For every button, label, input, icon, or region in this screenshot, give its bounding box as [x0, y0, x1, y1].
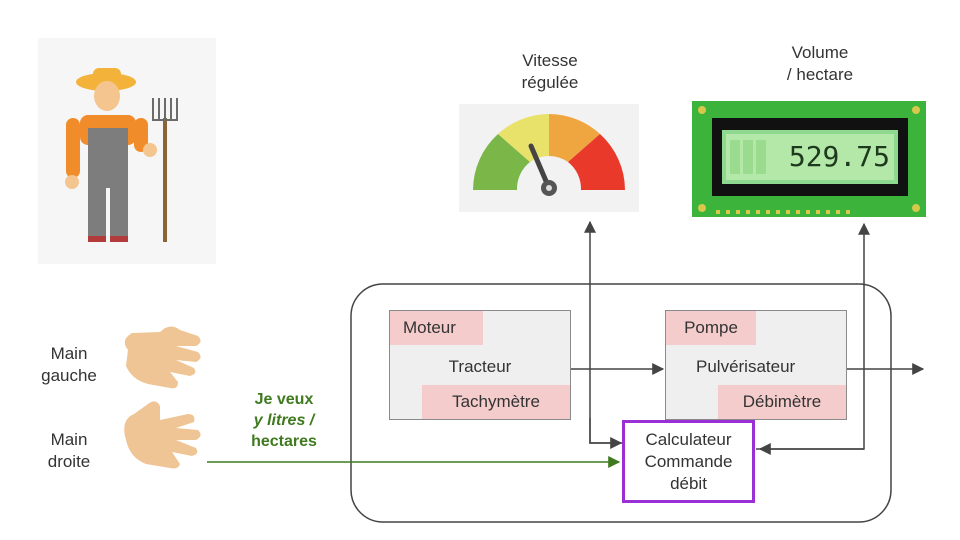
command-text-line-2: y litres /	[253, 412, 315, 429]
volume-label-line-1: Volume	[791, 43, 849, 62]
connectors	[207, 220, 925, 468]
tachometer-cell: Tachymètre	[422, 385, 570, 419]
calculator-line-1: Calculateur	[645, 430, 732, 449]
flowmeter-cell: Débimètre	[718, 385, 846, 419]
volume-label: Volume / hectare	[750, 42, 890, 86]
command-text-line-3: hectares	[251, 433, 317, 450]
motor-cell: Moteur	[390, 311, 483, 345]
calculator-line-3: débit	[670, 474, 707, 493]
left-hand-label-line-2: gauche	[41, 366, 97, 385]
farmer-icon	[38, 38, 216, 264]
pump-cell: Pompe	[666, 311, 756, 345]
system-boundary	[350, 283, 892, 523]
sprayer-name: Pulvérisateur	[696, 357, 796, 376]
volume-label-line-2: / hectare	[786, 65, 854, 84]
left-hand-label-line-1: Main	[50, 344, 88, 363]
calculator-line-2: Commande	[644, 452, 733, 471]
lcd-value: 529.75	[788, 140, 890, 173]
left-hand-label: Main gauche	[30, 343, 108, 387]
sprayer-block: Pompe Pulvérisateur Débimètre	[665, 310, 847, 420]
right-hand-icon	[124, 401, 201, 469]
right-hand-label-line-2: droite	[47, 452, 91, 471]
command-text: Je veux y litres / hectares	[222, 389, 346, 452]
tractor-name: Tracteur	[448, 357, 512, 376]
right-hand-label-line-1: Main	[50, 430, 88, 449]
speed-gauge-icon	[459, 104, 639, 212]
calculator-block: Calculateur Commande débit	[622, 420, 755, 503]
lcd-display-icon	[692, 101, 926, 217]
left-hand-icon	[124, 326, 201, 389]
command-text-line-1: Je veux	[254, 391, 314, 408]
right-hand-label: Main droite	[30, 429, 108, 473]
speed-label-line-2: régulée	[521, 73, 579, 92]
tractor-block: Moteur Tracteur Tachymètre	[389, 310, 571, 420]
speed-label-line-1: Vitesse	[522, 51, 578, 70]
speed-label: Vitesse régulée	[480, 50, 620, 94]
